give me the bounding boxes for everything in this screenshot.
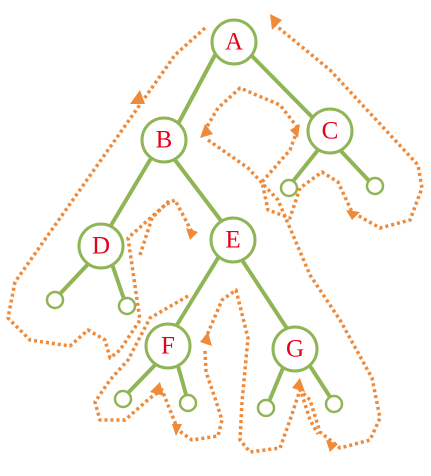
edge-f-leaf-right	[176, 364, 189, 400]
node-a-label: A	[225, 29, 243, 56]
arrowhead-f-bottom	[172, 424, 182, 436]
leaf-c-left	[279, 178, 299, 198]
edge-d-leaf-right	[110, 262, 127, 304]
node-a-circle	[210, 18, 258, 66]
edge-g-leaf-right	[308, 364, 334, 402]
node-c-circle	[306, 107, 354, 155]
node-e-label: E	[225, 227, 240, 254]
trace-f-left	[93, 294, 224, 442]
trace-inner-right	[203, 138, 382, 454]
tree-edges	[56, 53, 374, 406]
edge-e-f	[173, 256, 220, 330]
arrowhead-b-right	[200, 124, 213, 138]
node-b-label: B	[156, 127, 173, 154]
node-f-circle	[144, 322, 192, 370]
trace-g-middle	[298, 387, 320, 435]
arrowhead-a-left	[130, 90, 145, 104]
arrowhead-f-top	[200, 332, 212, 346]
edge-b-d	[108, 158, 152, 229]
edge-a-b	[176, 53, 217, 126]
node-f: F	[144, 322, 192, 370]
edge-c-leaf-left	[288, 148, 320, 187]
node-e: E	[209, 216, 257, 264]
node-f-label: F	[161, 333, 175, 360]
leaf-g-right	[324, 394, 344, 414]
edge-a-c	[249, 53, 317, 122]
node-e-circle	[209, 216, 257, 264]
node-g-circle	[271, 325, 319, 373]
leaf-c-right	[365, 176, 385, 196]
edge-e-g	[240, 258, 290, 332]
node-b-circle	[140, 116, 188, 164]
traversal-path	[6, 14, 424, 454]
edge-b-e	[173, 158, 224, 224]
node-b: B	[140, 116, 188, 164]
arrowhead-f-leaf-left	[150, 382, 164, 396]
node-d-circle	[77, 222, 125, 270]
arrowhead-c-leaf	[346, 210, 360, 220]
arrowhead-a-right	[270, 14, 282, 30]
node-d: D	[77, 222, 125, 270]
edge-c-leaf-right	[338, 148, 374, 186]
trace-outer-left	[6, 26, 207, 360]
trace-middle-loop	[138, 198, 172, 256]
leaf-g-left	[256, 398, 276, 418]
node-d-label: D	[92, 233, 110, 260]
edge-d-leaf-left	[56, 260, 92, 298]
leaf-d-left	[45, 290, 65, 310]
arrowhead-g-right-leaf	[326, 440, 338, 452]
node-c: C	[306, 107, 354, 155]
arrowhead-g-leaf-left	[292, 378, 305, 392]
node-g: G	[271, 325, 319, 373]
node-c-label: C	[322, 118, 339, 145]
leaf-f-right	[178, 393, 198, 413]
edge-g-leaf-left	[266, 366, 285, 406]
edge-f-leaf-left	[124, 362, 158, 397]
leaf-f-left	[113, 389, 133, 409]
leaf-nodes	[45, 176, 385, 418]
node-a: A	[210, 18, 258, 66]
leaf-d-right	[117, 296, 137, 316]
arrowhead-d-to-e	[186, 228, 198, 240]
node-g-label: G	[286, 336, 304, 363]
arrowhead-c-left	[290, 124, 300, 138]
